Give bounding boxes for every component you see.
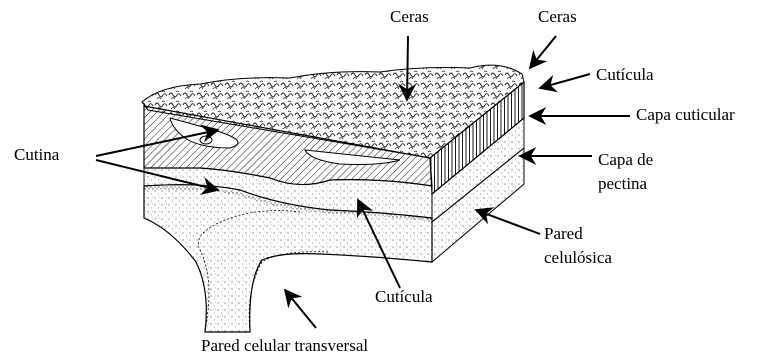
label-cuticula-bottom: Cutícula xyxy=(375,288,433,306)
arrow-cuticula-top xyxy=(540,74,590,88)
arrow-pared-transversal xyxy=(285,290,316,328)
label-capa-de-pectina-line1: Capa de xyxy=(598,150,653,169)
label-ceras: Ceras xyxy=(390,8,429,26)
label-cutina: Cutina xyxy=(14,146,59,164)
label-pared-celulosica-line1: Pared xyxy=(544,224,583,243)
label-pared-celular-transversal: Pared celular transversal xyxy=(201,337,368,355)
label-pared-celulosica: Pared celulósica xyxy=(544,222,612,270)
label-ceras-right: Ceras xyxy=(538,8,577,26)
label-pared-celulosica-line2: celulósica xyxy=(544,248,612,267)
arrow-ceras-1 xyxy=(407,36,408,100)
label-capa-cuticular: Capa cuticular xyxy=(636,106,735,124)
label-cuticula-top: Cutícula xyxy=(596,66,654,84)
arrow-pared-celulosica xyxy=(476,210,540,234)
label-capa-de-pectina: Capa de pectina xyxy=(598,148,653,196)
label-capa-de-pectina-line2: pectina xyxy=(598,174,647,193)
arrow-ceras-2 xyxy=(530,36,556,68)
